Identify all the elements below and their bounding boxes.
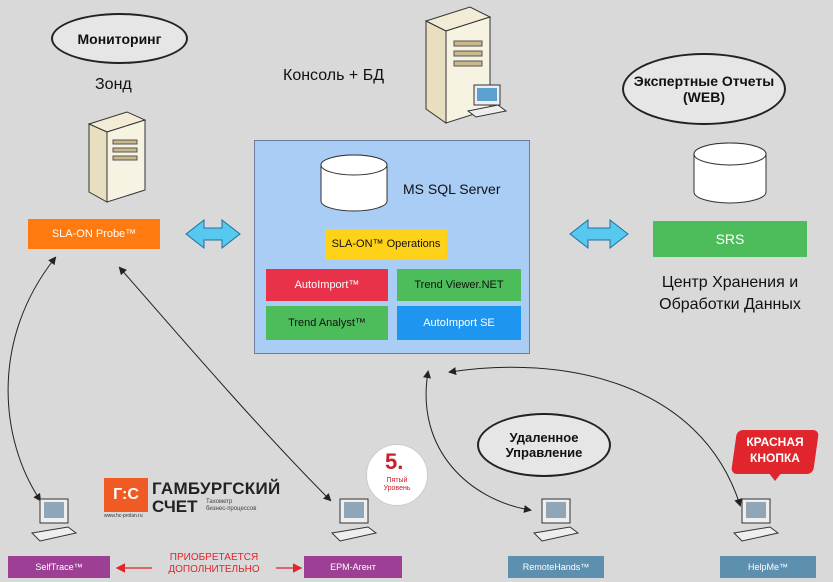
operations-label: SLA-ON™ Operations <box>331 238 441 250</box>
database-icon-console <box>320 154 388 212</box>
module-trend-analyst-label: Trend Analyst™ <box>288 317 366 329</box>
fifth-level-digit: 5. <box>385 449 404 474</box>
database-icon-srs <box>693 142 767 204</box>
center-caption: Центр Хранения и Обработки Данных <box>640 272 820 316</box>
module-autoimport[interactable]: AutoImport™ <box>266 269 388 301</box>
srs-label: SRS <box>715 231 745 247</box>
client-epm[interactable]: EPM-Агент <box>304 556 402 578</box>
link-probe-epm <box>118 266 332 502</box>
console-panel: MS SQL Server SLA-ON™ Operations AutoImp… <box>254 140 530 354</box>
console-caption: Консоль + БД <box>283 67 385 84</box>
module-autoimport-se-label: AutoImport SE <box>423 317 495 329</box>
server-icon-console <box>424 6 508 124</box>
db-label: MS SQL Server <box>403 181 501 197</box>
center-caption-line1: Центр Хранения и <box>661 274 799 291</box>
module-autoimport-se[interactable]: AutoImport SE <box>397 306 521 340</box>
client-epm-label: EPM-Агент <box>330 562 376 572</box>
client-selftrace-label: SelfTrace™ <box>35 562 83 572</box>
module-autoimport-label: AutoImport™ <box>294 279 360 291</box>
monitoring-title: Мониторинг <box>77 30 162 47</box>
probe-caption: Зонд <box>95 76 132 93</box>
double-arrow-right <box>569 218 629 250</box>
probe-label: SLA-ON Probe™ <box>51 228 137 240</box>
client-helpme-label: HelpMe™ <box>747 562 788 572</box>
center-caption-line2: Обработки Данных <box>659 296 801 313</box>
monitoring-ellipse: Мониторинг <box>51 13 188 64</box>
client-remotehands-label: RemoteHands™ <box>522 562 590 572</box>
remote-ellipse: Удаленное Управление <box>477 413 611 477</box>
link-console-helpme <box>448 366 742 507</box>
red-button-tail <box>768 472 782 481</box>
fifth-level-text: Пятый Уровень <box>383 477 411 492</box>
client-remotehands[interactable]: RemoteHands™ <box>508 556 604 578</box>
fifth-level-logo: 5. Пятый Уровень <box>366 444 428 506</box>
remote-title-line1: Удаленное <box>509 430 579 445</box>
hamburg-mark: Г:С <box>104 478 148 512</box>
hamburg-line1: ГАМБУРГСКИЙ <box>152 479 281 498</box>
hamburg-logo: Г:С www.hc-prolan.ru ГАМБУРГСКИЙ СЧЕТ Та… <box>104 478 284 522</box>
srs-box[interactable]: SRS <box>653 221 807 257</box>
computer-icon-selftrace <box>30 498 78 542</box>
computer-icon-remotehands <box>532 498 580 542</box>
hamburg-url: www.hc-prolan.ru <box>104 513 143 519</box>
module-trend-viewer[interactable]: Trend Viewer.NET <box>397 269 521 301</box>
link-probe-selftrace <box>7 256 57 502</box>
probe-box[interactable]: SLA-ON Probe™ <box>28 219 160 249</box>
remote-title-line2: Управление <box>505 445 583 460</box>
computer-icon-helpme <box>732 498 780 542</box>
server-icon-probe <box>87 111 147 203</box>
operations-box[interactable]: SLA-ON™ Operations <box>325 229 447 259</box>
reports-title-line1: Экспертные Отчеты <box>633 73 775 89</box>
module-trend-analyst[interactable]: Trend Analyst™ <box>266 306 388 340</box>
hamburg-sub: Тахометр бизнес-процессов <box>206 499 257 512</box>
reports-ellipse: Экспертные Отчеты (WEB) <box>622 53 786 125</box>
double-arrow-left <box>185 218 241 250</box>
hamburg-line2: СЧЕТ <box>152 497 198 516</box>
module-trend-viewer-label: Trend Viewer.NET <box>414 279 504 291</box>
reports-title-line2: (WEB) <box>683 89 725 105</box>
purchased-note-line2: ДОПОЛНИТЕЛЬНО <box>168 564 260 575</box>
purchased-note-line1: ПРИОБРЕТАЕТСЯ <box>169 552 259 563</box>
client-helpme[interactable]: HelpMe™ <box>720 556 816 578</box>
purchased-note: ПРИОБРЕТАЕТСЯ ДОПОЛНИТЕЛЬНО <box>154 552 274 576</box>
computer-icon-epm <box>330 498 378 542</box>
red-button-text: КРАСНАЯ КНОПКА <box>746 435 804 465</box>
red-button-logo: КРАСНАЯ КНОПКА <box>730 430 820 484</box>
client-selftrace[interactable]: SelfTrace™ <box>8 556 110 578</box>
